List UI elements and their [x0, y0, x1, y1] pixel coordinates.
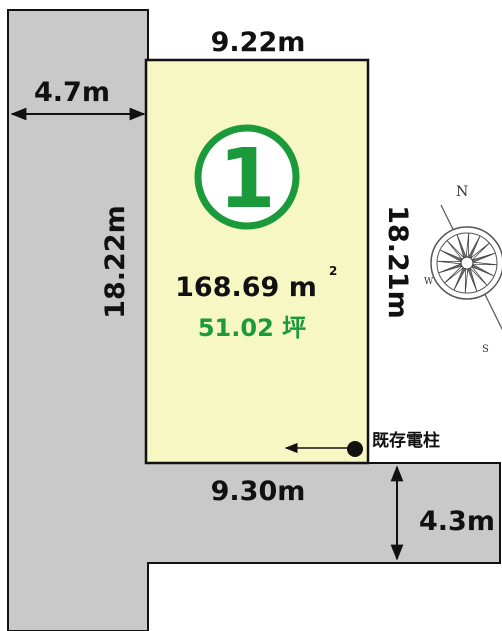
existing-pole-marker: [347, 441, 363, 457]
existing-pole-label: 既存電柱: [372, 430, 440, 451]
area-m2-unit-superscript: 2: [329, 264, 337, 278]
area-tsubo-label: 51.02 坪: [198, 314, 306, 342]
compass-north-label: N: [456, 184, 468, 200]
top-dimension-label: 9.22m: [211, 27, 306, 58]
plot-number-label: 1: [218, 132, 275, 227]
area-m2-label: 168.69 m: [175, 272, 317, 303]
plot-area: [144, 58, 370, 465]
plot-number-badge: [194, 124, 300, 230]
bottom-dimension-label: 9.30m: [211, 476, 306, 507]
compass-south-label: S: [482, 344, 489, 355]
right-dimension-label: 18.21m: [382, 205, 413, 319]
compass-rose-icon: [430, 204, 502, 331]
left-dimension-label: 18.22m: [100, 205, 131, 319]
south-road-width-label: 4.3m: [419, 506, 495, 537]
compass-west-label: W: [424, 277, 434, 287]
west-road-width-label: 4.7m: [34, 77, 110, 108]
